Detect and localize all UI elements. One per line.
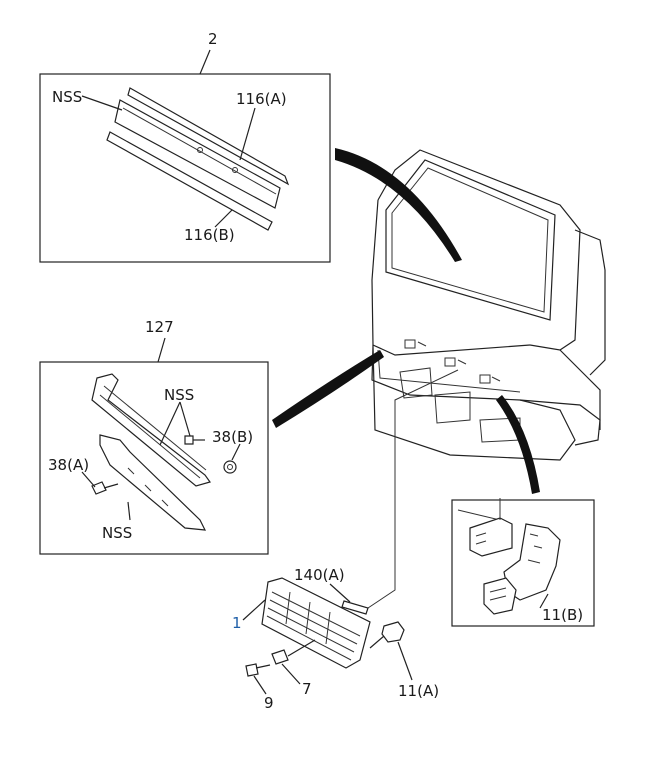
callout-7: 7	[302, 680, 312, 698]
arrow-mid-inset	[272, 350, 384, 428]
callout-11b: 11(B)	[542, 606, 583, 624]
callout-11a: 11(A)	[398, 682, 439, 700]
callout-116a: 116(A)	[236, 90, 287, 108]
molding-strip-upper	[127, 87, 290, 186]
clip-38a	[91, 481, 107, 495]
clip-11a	[381, 621, 405, 643]
bracket-upper	[91, 373, 211, 487]
inset-box-right	[451, 498, 595, 627]
hinge-bracket	[503, 523, 561, 601]
callout-nss-mid-lower: NSS	[102, 524, 132, 542]
callout-38b: 38(B)	[212, 428, 253, 446]
emblem-140a	[341, 600, 369, 615]
clip-38b	[223, 460, 237, 474]
molding-strip-lower	[106, 131, 273, 231]
callout-2: 2	[208, 30, 218, 48]
bracket-lower	[99, 434, 207, 531]
callout-127: 127	[145, 318, 174, 336]
clip-11b	[483, 577, 517, 615]
callout-38a: 38(A)	[48, 456, 89, 474]
screw-9	[245, 663, 259, 677]
callout-116b: 116(B)	[184, 226, 235, 244]
callout-140a: 140(A)	[294, 566, 345, 584]
inset-box-top	[39, 49, 331, 263]
callout-nss-mid-upper: NSS	[164, 386, 194, 404]
arrow-right-inset	[496, 395, 540, 494]
callout-1[interactable]: 1	[232, 614, 242, 632]
grille-assembly	[242, 369, 459, 695]
bolt-nss	[184, 435, 194, 445]
callout-9: 9	[264, 694, 274, 712]
vehicle-outline	[371, 149, 606, 461]
inset-box-middle	[39, 337, 269, 555]
grommet-7	[271, 649, 289, 665]
callout-nss-top: NSS	[52, 88, 82, 106]
arrow-top-inset	[335, 148, 462, 262]
